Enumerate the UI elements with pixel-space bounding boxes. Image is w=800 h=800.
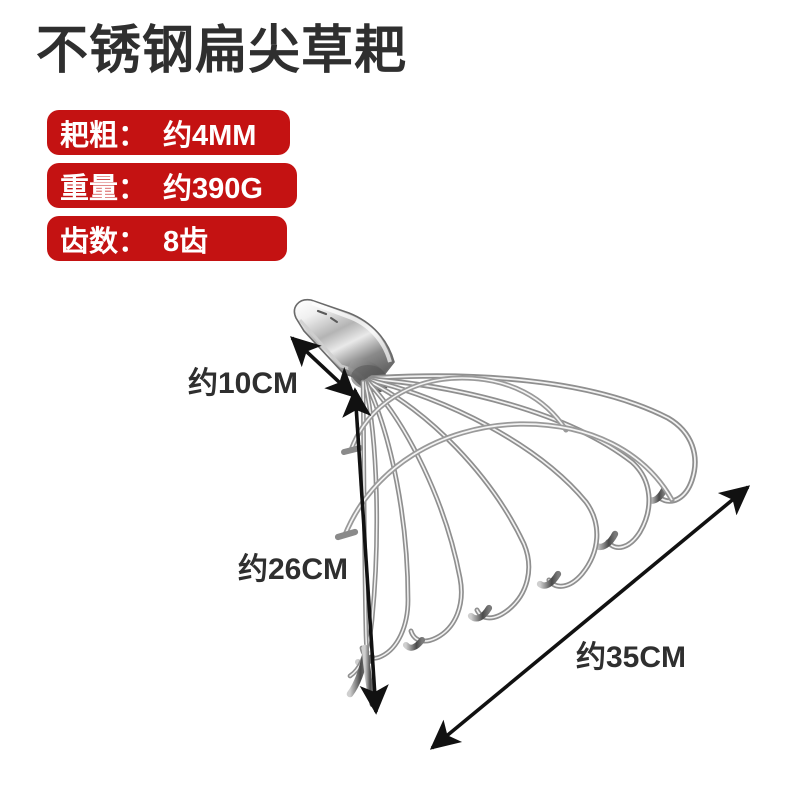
page-title: 不锈钢扁尖草耙 xyxy=(36,22,408,80)
dimension-label-head-width: 约35CM xyxy=(576,641,687,674)
spec-badge-list: 耙粗： 约4MM 重量： 约390G 齿数： 8齿 xyxy=(47,110,297,269)
dimension-arrows xyxy=(290,336,751,750)
rake-tine-7 xyxy=(346,379,380,698)
arrow-10cm xyxy=(290,336,356,398)
rake-hub xyxy=(348,359,390,393)
spec-value-thickness: 约4MM xyxy=(163,119,257,152)
rake-cross-braces xyxy=(334,375,675,541)
rake-tine-3 xyxy=(366,377,600,589)
arrow-26cm xyxy=(342,387,389,715)
rake-tine-4 xyxy=(365,378,532,622)
rake-tine-6 xyxy=(355,379,411,668)
spec-badge-weight: 重量： 约390G xyxy=(47,163,297,208)
arrow-35cm xyxy=(429,485,751,750)
dimension-label-head-height: 约26CM xyxy=(238,553,349,586)
spec-badge-tooth-count: 齿数： 8齿 xyxy=(47,216,287,261)
spec-badge-thickness: 耙粗： 约4MM xyxy=(47,110,290,155)
spec-label-tooth-count: 齿数： xyxy=(60,225,148,258)
dimension-label-handle-socket-length: 约10CM xyxy=(188,367,299,400)
rake-handle-socket xyxy=(293,298,395,392)
spec-label-thickness: 耙粗： xyxy=(60,119,148,152)
rake-tine-5 xyxy=(364,378,464,651)
rake-tine-2 xyxy=(367,376,652,551)
spec-value-weight: 约390G xyxy=(163,172,263,205)
rake-tine-1 xyxy=(369,373,698,504)
rake-tine-8 xyxy=(360,379,377,708)
spec-label-weight: 重量： xyxy=(60,172,148,205)
spec-value-tooth-count: 8齿 xyxy=(163,225,209,258)
